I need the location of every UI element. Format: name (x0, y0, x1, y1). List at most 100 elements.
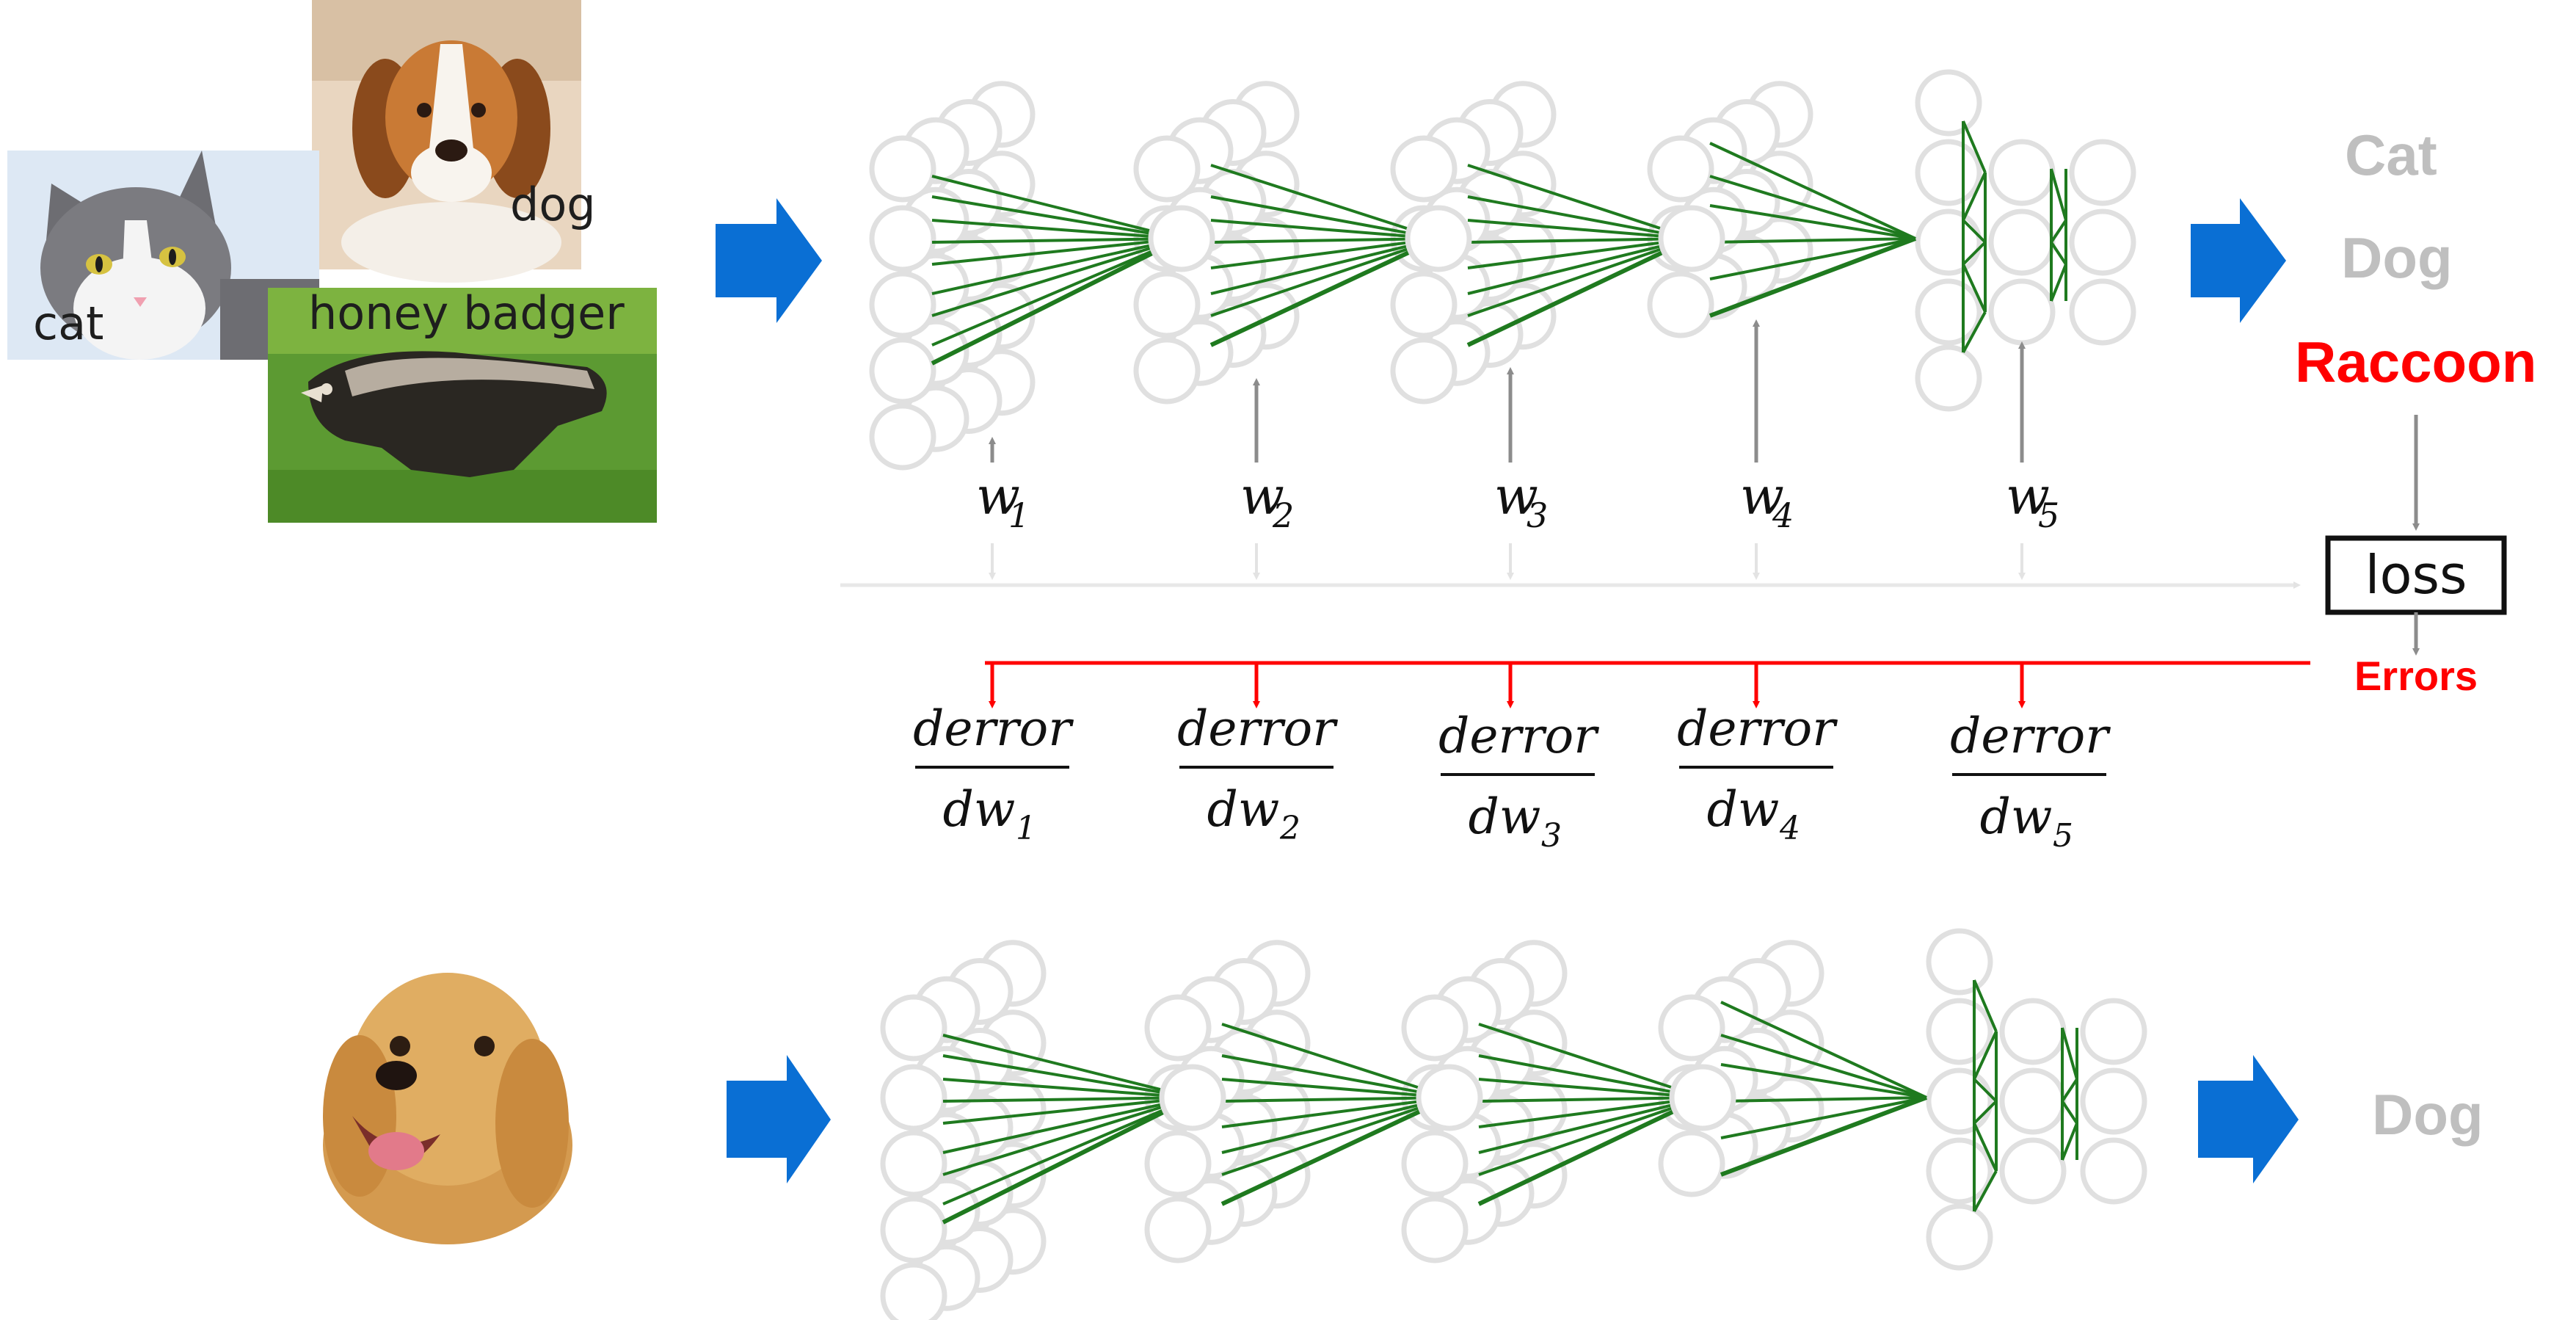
connection-line (1962, 172, 1987, 221)
connection-line (1720, 1001, 1927, 1099)
neuron-layer2 (1133, 135, 1201, 203)
connection-line (942, 1095, 1194, 1225)
connection-line (931, 219, 1182, 240)
neuron-layer5 (1988, 278, 2056, 346)
connection-line (1209, 236, 1440, 347)
inference-output-label-dog: Dog (2372, 1082, 2484, 1147)
weight-subscript: 4 (1772, 496, 1794, 535)
connection-line (942, 1096, 1193, 1103)
connection-line (1210, 195, 1439, 240)
hub-neuron (1416, 1064, 1483, 1131)
connection-line (2061, 1123, 2078, 1161)
gradient-numerator: derror (913, 700, 1074, 757)
connection-line (931, 195, 1182, 240)
connection-line (1720, 1096, 1927, 1139)
connection-line (2050, 241, 2067, 266)
connection-line (1720, 1063, 1927, 1099)
connection-line (1478, 1096, 1703, 1154)
neuron-layer4 (1647, 271, 1714, 338)
neuron-layer5 (1999, 1137, 2067, 1205)
network-training (869, 69, 2136, 471)
connection-line (1221, 1096, 1450, 1154)
output-label-cat: Cat (2345, 123, 2437, 187)
connection-line (1962, 311, 1987, 353)
connection-line (2061, 1078, 2078, 1103)
connection-line (1709, 237, 1916, 280)
neuron-layer3 (1390, 271, 1458, 338)
neuron-layer4 (1658, 1130, 1725, 1197)
dog-photo: dog (312, 0, 596, 283)
neuron-layer5 (1988, 208, 2056, 276)
neuron-layer4 (1647, 135, 1714, 203)
network-inference (880, 928, 2147, 1320)
connection-line (931, 237, 1182, 266)
neuron-layer5 (1926, 998, 1993, 1065)
neuron-layer6 (2069, 208, 2136, 276)
weight-subscript: 1 (1008, 496, 1030, 535)
weight-subscript: 2 (1272, 496, 1294, 535)
connection-line (1467, 237, 1692, 295)
weight-label: w (1740, 466, 1784, 526)
neuron-layer4 (1658, 994, 1725, 1062)
dog-image-label: dog (510, 178, 596, 231)
connection-line (1467, 237, 1692, 269)
connection-line (1467, 195, 1692, 240)
gradient-subscript: 4 (1779, 810, 1800, 847)
errors-label: Errors (2354, 653, 2478, 699)
hub-neuron (1159, 1064, 1226, 1131)
honey-badger-image-label: honey badger (308, 286, 625, 340)
connection-line (1973, 1078, 1998, 1103)
connection-line (2061, 1100, 2078, 1125)
gradient-denominator: dw (1707, 781, 1780, 838)
cat-image-label: cat (33, 297, 103, 350)
connection-line (1467, 164, 1692, 240)
connection-line (1973, 1100, 1998, 1125)
connection-line (931, 237, 1182, 295)
connection-line (1962, 219, 1987, 244)
gradient-numerator: derror (1950, 708, 2111, 764)
neuron-layer1 (880, 994, 947, 1062)
connection-line (1709, 204, 1916, 240)
connection-line (1210, 237, 1439, 269)
connection-line (942, 1054, 1193, 1099)
neuron-layer1 (869, 271, 936, 338)
connection-line (942, 1096, 1193, 1176)
neuron-layer3 (1390, 337, 1458, 405)
output-label-raccoon: Raccoon (2295, 330, 2536, 394)
neuron-layer5 (1988, 139, 2056, 206)
connection-line (1478, 1054, 1703, 1099)
cat-photo: cat (7, 151, 319, 360)
connection-line (1973, 1170, 1998, 1212)
connection-line (1210, 164, 1439, 240)
gradient-subscript: 2 (1279, 810, 1300, 847)
neuron-layer6 (2069, 139, 2136, 206)
neuron-layer1 (880, 1262, 947, 1320)
connection-line (1210, 237, 1439, 244)
connection-line (1962, 264, 1987, 313)
gradient-numerator: derror (1438, 708, 1599, 764)
connection-line (1467, 219, 1692, 240)
connection-line (1467, 237, 1692, 317)
connection-line (2061, 1027, 2078, 1080)
connection-line (1962, 241, 1987, 266)
neuron-layer6 (2080, 1137, 2147, 1205)
connection-line (931, 237, 1182, 317)
connection-line (2050, 219, 2067, 244)
connection-line (931, 237, 1182, 347)
connection-line (1210, 219, 1439, 240)
arrow-output-bottom-icon (2198, 1055, 2299, 1183)
neuron-layer1 (869, 135, 936, 203)
connection-line (1709, 236, 1917, 318)
connection-line (1466, 236, 1693, 347)
gradient-subscript: 1 (1016, 810, 1036, 847)
connection-line (1477, 1095, 1704, 1206)
arrow-input-top-icon (716, 198, 822, 323)
connection-line (1221, 1078, 1450, 1099)
connection-line (1709, 142, 1916, 240)
neuron-layer1 (869, 403, 936, 471)
connection-line (1210, 237, 1439, 295)
neuron-layer5 (1915, 344, 1982, 412)
connection-line (1220, 1095, 1451, 1206)
neuron-layer1 (880, 1196, 947, 1263)
